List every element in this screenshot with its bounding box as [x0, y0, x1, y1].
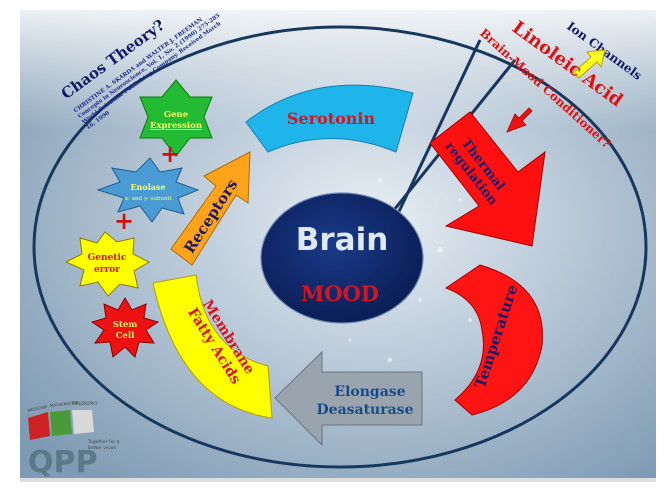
- genetic-label: Genetic: [88, 253, 127, 263]
- cell-label: Cell: [116, 331, 135, 341]
- membrane-fatty-acids-arc: [152, 274, 273, 419]
- logo-tagline-1: Together for a: [87, 439, 120, 445]
- enolase-subunit-label: α- and γ- subunit: [124, 196, 172, 202]
- logo-word-medicine: MEDICINE: [27, 404, 48, 413]
- qpp-logo: MEDICINE MATHEMATICS PHILOSOPHY QPP Toge…: [27, 400, 119, 480]
- enolase-burst: [96, 157, 200, 223]
- deasaturase-label: Deasaturase: [317, 402, 414, 418]
- thermal-regulation-arrow: [429, 111, 546, 247]
- enolase-label: Enolase: [130, 182, 165, 192]
- mood-label: MOOD: [301, 281, 379, 306]
- plus-sign-2: +: [114, 206, 134, 235]
- small-red-arrow-icon: [506, 107, 533, 133]
- serotonin-arc: [245, 84, 414, 153]
- error-label: error: [94, 265, 120, 275]
- logo-qpp-text: QPP: [28, 445, 97, 480]
- logo-word-philosophy: PHILOSOPHY: [72, 401, 98, 406]
- mood-cycle-ellipse: [32, 25, 648, 469]
- gene-expression-star: [139, 79, 213, 157]
- logo-gray-block: [72, 410, 94, 434]
- elongase-label: Elongase: [334, 384, 405, 400]
- logo-tagline-2: better vision: [88, 445, 116, 451]
- yellow-arrow-icon: [572, 49, 606, 79]
- genetic-error-star: [64, 231, 151, 297]
- brain-circle: [260, 192, 424, 324]
- bottom-rule: [20, 478, 656, 482]
- expression-label: Expression: [150, 121, 202, 131]
- serotonin-label: Serotonin: [287, 109, 376, 128]
- stem-cell-burst: [90, 297, 160, 358]
- elongase-arrow: [274, 350, 423, 447]
- temperature-arc: [444, 264, 543, 416]
- stem-label: Stem: [113, 320, 137, 330]
- plus-sign-1: +: [160, 139, 180, 168]
- receptors-arrow: [170, 151, 251, 266]
- brain-label: Brain: [296, 222, 389, 258]
- gene-label: Gene: [164, 110, 189, 120]
- logo-green-block: [50, 410, 72, 436]
- logo-word-mathematics: MATHEMATICS: [50, 400, 80, 408]
- logo-red-block: [28, 412, 50, 440]
